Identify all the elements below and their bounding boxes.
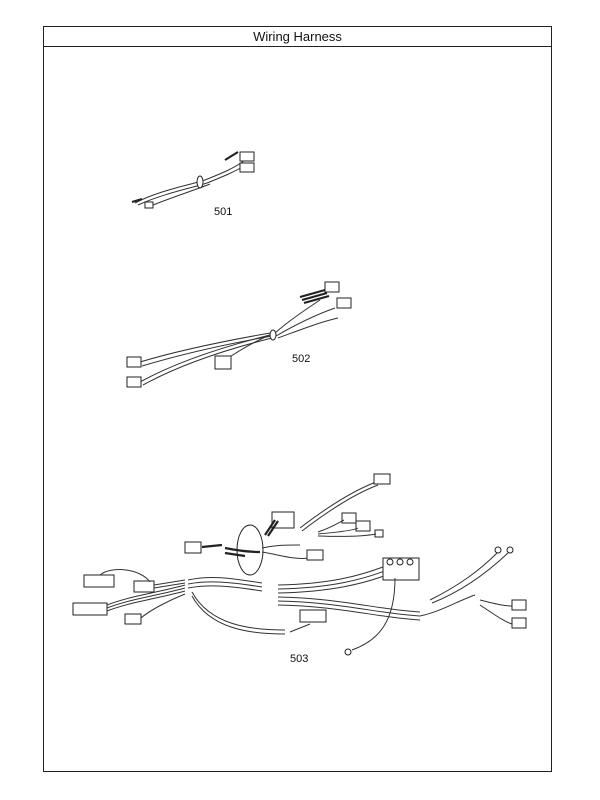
- page-frame: Wiring Harness: [43, 26, 552, 772]
- harness-501-drawing: [131, 151, 255, 209]
- part-number-502: 502: [292, 353, 311, 365]
- part-number-501: 501: [214, 206, 233, 218]
- harness-502-drawing: [126, 281, 352, 388]
- part-number-503: 503: [290, 653, 309, 665]
- page-title: Wiring Harness: [44, 27, 551, 47]
- harness-503-drawing: [72, 473, 527, 656]
